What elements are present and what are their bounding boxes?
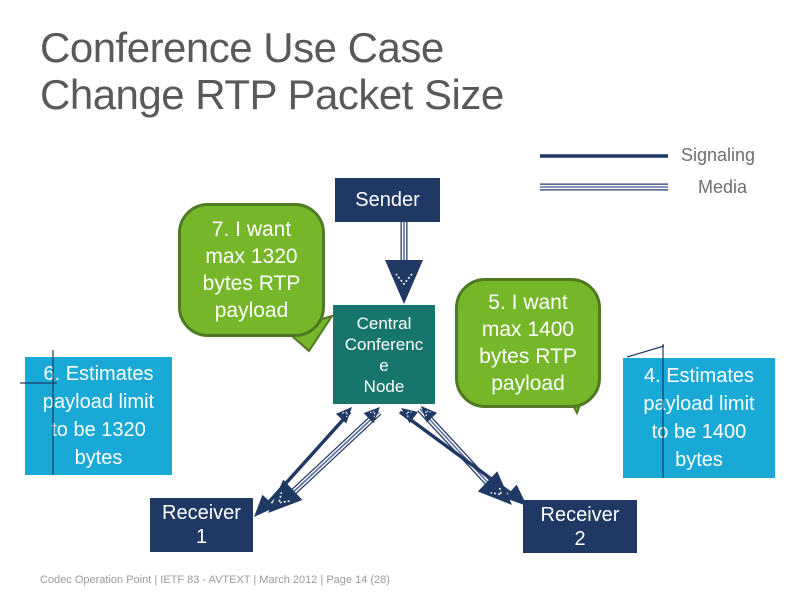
slide-title-line1: Conference Use Case bbox=[40, 24, 444, 71]
node-receiver1: Receiver 1 bbox=[150, 498, 253, 552]
media-arrowhead-into-node bbox=[385, 260, 423, 304]
media-line-sender-to-node bbox=[385, 222, 423, 304]
signaling-line-node-receiver1 bbox=[254, 407, 352, 517]
node-label-line: Node bbox=[363, 376, 405, 396]
node-label-line: Receiver bbox=[540, 503, 620, 526]
callout-line: 5. I want bbox=[488, 291, 568, 314]
estimate-line: bytes bbox=[74, 447, 123, 469]
legend-signaling-label: Signaling bbox=[681, 145, 756, 165]
callout-line: payload bbox=[214, 299, 289, 322]
estimate-box-1400: 4. Estimates payload limit to be 1400 by… bbox=[623, 358, 775, 478]
estimate-box-1320: 6. Estimates payload limit to be 1320 by… bbox=[25, 357, 172, 475]
node-sender-label: Sender bbox=[355, 189, 420, 211]
estimate-line: payload limit bbox=[643, 393, 755, 415]
media-arrowhead-into-receiver2 bbox=[477, 471, 512, 505]
callout-line: max 1400 bbox=[481, 318, 575, 341]
slide-title: Conference Use Case Change RTP Packet Si… bbox=[40, 24, 504, 118]
signaling-line-node-receiver2 bbox=[398, 408, 527, 506]
estimate-line: 4. Estimates bbox=[643, 365, 755, 387]
estimate-line: to be 1400 bbox=[651, 421, 747, 443]
media-arrowhead-into-receiver1 bbox=[268, 479, 303, 513]
media-line-node-receiver2 bbox=[417, 406, 512, 505]
callout-line: payload bbox=[491, 372, 565, 395]
callout-bubble-1320: 7. I want max 1320 bytes RTP payload bbox=[178, 203, 325, 337]
legend-media-label: Media bbox=[698, 177, 748, 197]
node-label-line: 1 bbox=[195, 526, 208, 548]
node-central-conference: Central Conferenc e Node bbox=[333, 305, 435, 404]
estimate-line: to be 1320 bbox=[51, 419, 146, 441]
estimate-line: payload limit bbox=[42, 391, 155, 413]
media-line-node-receiver1 bbox=[268, 407, 382, 513]
node-sender: Sender bbox=[335, 178, 440, 222]
node-receiver2: Receiver 2 bbox=[523, 500, 637, 553]
callout-line: max 1320 bbox=[205, 245, 298, 268]
node-label-line: 2 bbox=[574, 527, 586, 550]
callout-line: bytes RTP bbox=[479, 345, 577, 368]
node-label-line: Central bbox=[356, 313, 412, 333]
callout-line: bytes RTP bbox=[202, 272, 301, 295]
slide-footer: Codec Operation Point | IETF 83 - AVTEXT… bbox=[40, 574, 390, 586]
node-label-line: Conferenc bbox=[344, 334, 424, 354]
callout-bubble-1400: 5. I want max 1400 bytes RTP payload bbox=[455, 278, 601, 408]
slide-title-line2: Change RTP Packet Size bbox=[40, 71, 504, 118]
node-label-line: Receiver bbox=[162, 502, 241, 524]
estimate-line: 6. Estimates bbox=[43, 363, 154, 385]
node-label-line: e bbox=[379, 355, 389, 375]
estimate-line: bytes bbox=[675, 449, 723, 471]
callout-line: 7. I want bbox=[211, 218, 292, 241]
